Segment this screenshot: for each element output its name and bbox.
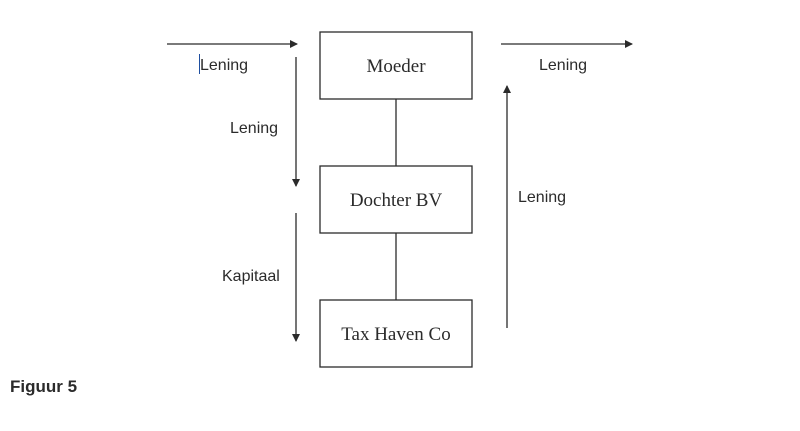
- node-dochter-bv-label: Dochter BV: [350, 190, 443, 211]
- text-cursor: [199, 54, 200, 74]
- label-dochter-to-taxhaven: Kapitaal: [222, 268, 280, 285]
- label-taxhaven-up: Lening: [518, 189, 566, 206]
- node-moeder: Moeder: [319, 31, 473, 100]
- node-moeder-label: Moeder: [366, 56, 426, 77]
- figure-caption: Figuur 5: [10, 377, 78, 396]
- node-tax-haven-co-label: Tax Haven Co: [341, 324, 450, 345]
- node-dochter-bv: Dochter BV: [319, 165, 473, 234]
- label-outgoing-lening: Lening: [539, 57, 587, 74]
- node-tax-haven-co: Tax Haven Co: [319, 299, 473, 368]
- label-incoming-lening: Lening: [200, 57, 248, 74]
- label-moeder-to-dochter: Lening: [230, 120, 278, 137]
